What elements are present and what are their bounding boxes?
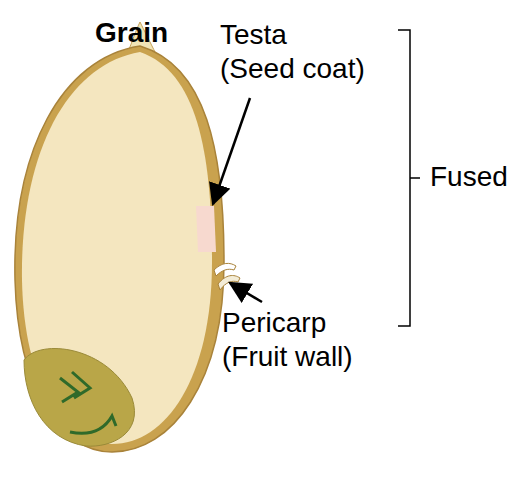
bracket-label: Fused: [430, 160, 508, 194]
grain-coat: [15, 46, 224, 452]
embryo: [24, 349, 134, 447]
part-label: Testa (Seed coat): [220, 18, 369, 86]
embryo-root: [70, 416, 116, 433]
bracket: [398, 30, 420, 326]
testa-arrow: [213, 98, 250, 204]
pericarp-arrow: [230, 283, 262, 302]
embryo-shoot: [60, 372, 90, 402]
aleurone-patch: [196, 206, 216, 252]
title: Grain: [95, 16, 168, 50]
part-label: Pericarp (Fruit wall): [222, 306, 371, 374]
testa-layer: [214, 263, 236, 276]
